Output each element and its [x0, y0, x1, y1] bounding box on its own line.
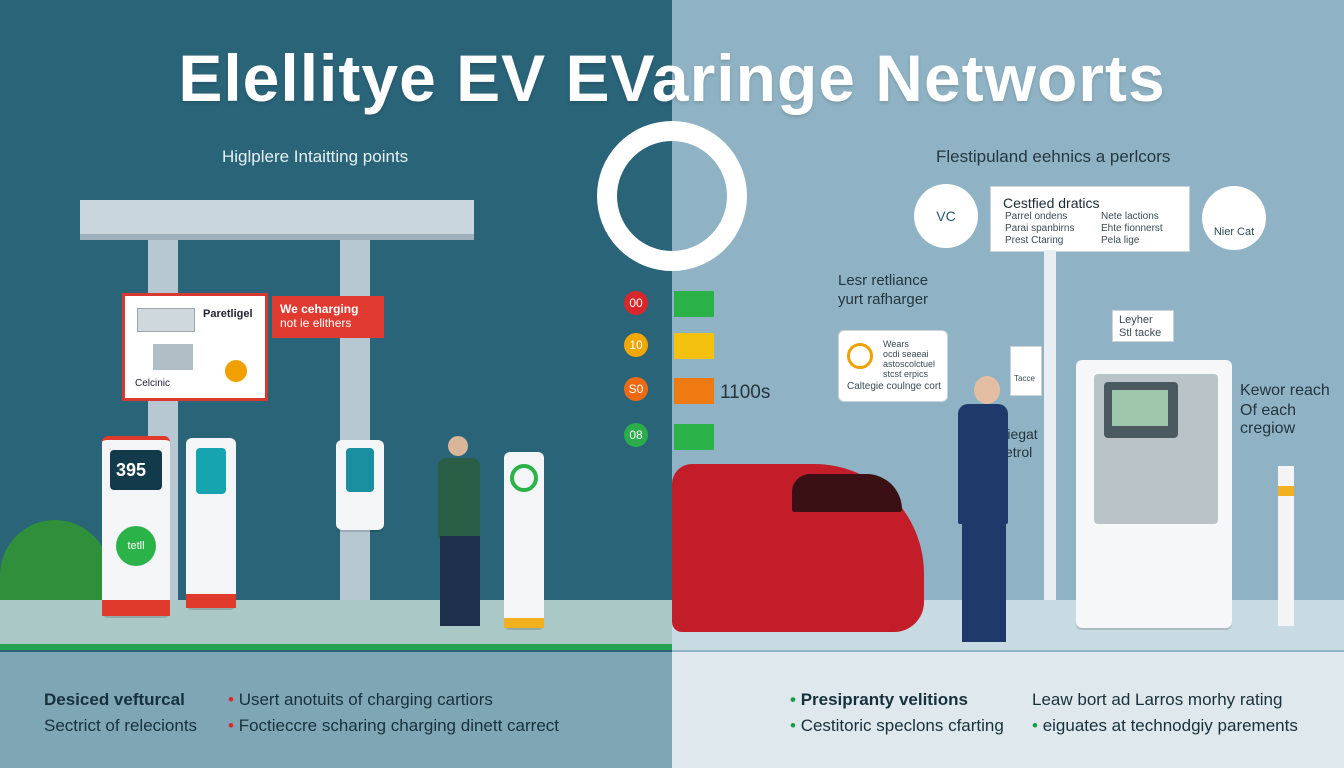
small-sign-label: Tacce: [1014, 374, 1035, 383]
bush: [0, 520, 110, 610]
charger-unit: [186, 438, 236, 608]
icon-label: Nier Cat: [1213, 226, 1255, 238]
left-footer-heading: Desiced vefturcal: [44, 690, 185, 709]
reach-label-1: Kewor reach: [1240, 382, 1330, 399]
left-footer-sub: Sectrict of relecionts: [44, 716, 198, 735]
person-body: [438, 458, 480, 538]
charger-unit: [336, 440, 384, 530]
car-window: [792, 474, 902, 512]
status-pill: 00: [624, 291, 648, 315]
charger-ring-icon: [510, 464, 538, 492]
signal-pole: [1044, 250, 1056, 612]
callout-line-2: not ie elithers: [280, 316, 352, 330]
price-readout: 395: [116, 460, 147, 480]
right-subtitle: Flestipuland eehnics a perlcors: [936, 147, 1171, 166]
ground-stripe: [0, 644, 672, 650]
person-head: [448, 436, 468, 456]
charger-screen: 395: [110, 450, 162, 490]
heart-icon: VC: [914, 184, 978, 248]
charger-screen: [346, 448, 374, 492]
person-body: [958, 404, 1008, 524]
tag-sign: Leyher Stl tacke: [1112, 310, 1174, 342]
reach-label-2: Of each cregiow: [1240, 402, 1297, 437]
bollard: [1278, 466, 1294, 626]
screen-display: [1112, 390, 1168, 426]
left-footer: Desiced vefturcal Sectrict of relecionts…: [0, 652, 672, 768]
status-pill: 10: [624, 333, 648, 357]
bubble-caption: Caltegie coulnge cort: [847, 381, 941, 392]
certified-title: Cestfied dratics: [1003, 195, 1100, 211]
promo-callout: We ceharging not ie elithers: [272, 296, 384, 338]
charger-unit: 395 tetll: [102, 436, 170, 616]
left-footer-item: • Usert anotuits of charging cartiors: [228, 690, 493, 709]
right-footer-sub: • Cestitoric speclons cfarting: [790, 716, 1004, 735]
right-footer-item: Leaw bort ad Larros morhy rating: [1032, 690, 1283, 709]
station-panel: [1094, 374, 1218, 524]
right-footer: • Presipranty velitions • Cestitoric spe…: [672, 652, 1344, 768]
progress-ring: [597, 121, 747, 271]
left-footer-item: • Foctieccre scharing charging dinett ca…: [228, 716, 559, 735]
person-head: [974, 376, 1000, 404]
info-sign: Paretligel Celcinic: [122, 293, 268, 401]
certificate-icon: Nier Cat: [1202, 186, 1266, 250]
bar-label: 1100s: [720, 382, 771, 403]
status-bar: [674, 291, 714, 317]
status-bar: [674, 378, 714, 404]
status-bar: [674, 424, 714, 450]
charger-base: [186, 594, 236, 608]
sign-sub: Celcinic: [135, 378, 171, 389]
charger-base: [102, 600, 170, 616]
heart-label: VC: [936, 208, 956, 224]
sign-logo-icon: [225, 360, 247, 382]
tag-top: Leyher: [1119, 314, 1153, 326]
station-canopy: [80, 200, 474, 240]
ground: [0, 600, 672, 650]
small-sign: Tacce: [1010, 346, 1042, 396]
status-pill: S0: [624, 377, 648, 401]
right-footer-heading: • Presipranty velitions: [790, 690, 968, 709]
sign-panel: [137, 308, 195, 332]
reliance-label-2: yurt rafharger: [838, 291, 929, 308]
right-footer-item: • eiguates at technodgiy parements: [1032, 716, 1298, 735]
gauge-icon: [847, 343, 873, 369]
status-bar: [674, 333, 714, 359]
charger-base: [504, 618, 544, 628]
sign-label: Paretligel: [203, 308, 253, 320]
person-legs: [962, 520, 1006, 642]
sign-panel: [153, 344, 193, 370]
right-panel: 1100s Flestipuland eehnics a perlcors VC…: [672, 0, 1344, 768]
page-title: Elellitye EV EVaringe Networts: [178, 41, 1166, 115]
left-panel: Higlplere Intaitting points Paretligel C…: [0, 0, 672, 768]
person-legs: [440, 536, 480, 626]
reliance-label-1: Lesr retliance: [838, 272, 929, 289]
left-subtitle: Higlplere Intaitting points: [222, 147, 409, 166]
charging-station: [1076, 360, 1232, 628]
callout-line-1: We ceharging: [280, 302, 359, 316]
status-pill: 08: [624, 423, 648, 447]
tag-bottom: Stl tacke: [1119, 327, 1162, 339]
bollard-stripe: [1278, 486, 1294, 496]
charger-screen: [196, 448, 226, 494]
charger-unit: [504, 452, 544, 628]
station-screen: [1104, 382, 1178, 438]
charger-badge: tetll: [116, 526, 156, 566]
